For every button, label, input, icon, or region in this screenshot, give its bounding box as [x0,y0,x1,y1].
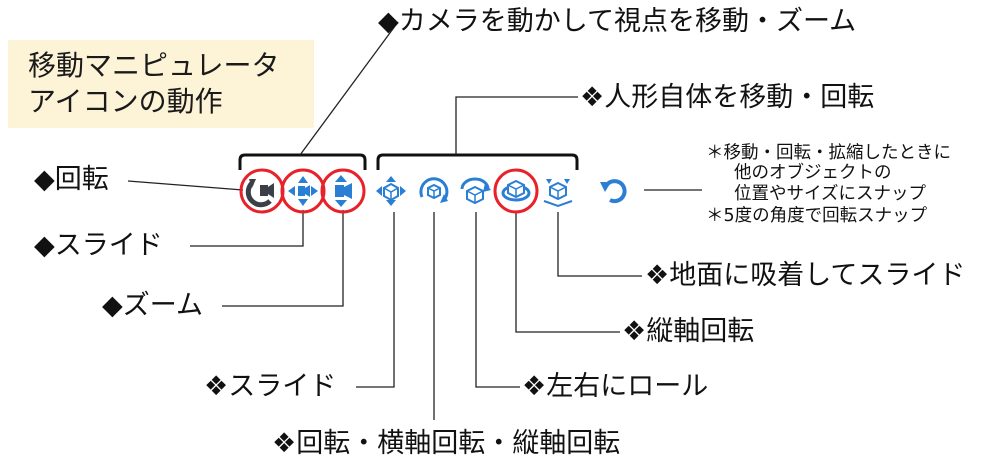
label-slide: ◆スライド [34,230,163,261]
note-line-4: ＊5度の角度で回転スナップ [706,206,928,226]
label-ground-slide: ❖地面に吸着してスライド [645,260,966,291]
leader-fig-slide [356,212,395,388]
label-rotate: ◆回転 [34,164,109,195]
highlight-circle [280,168,326,214]
label-fig-slide: ❖スライド [204,371,337,402]
leader-camera [299,21,399,156]
figure-bracket [376,153,579,170]
leader-ground-slide [557,212,642,277]
leader-slide [190,210,304,247]
camera-bracket [238,153,367,170]
label-roll: ❖左右にロール [522,371,709,402]
leader-vertical-axis [515,212,620,333]
label-vertical-axis: ❖縦軸回転 [622,316,755,347]
label-figure: ❖人形自体を移動・回転 [580,82,875,113]
highlight-circle [493,168,539,214]
figure-slide-icon[interactable] [376,176,406,206]
leader-roll [475,212,520,388]
title-box: 移動マニピュレータ アイコンの動作 [8,40,314,128]
note-line-1: ＊移動・回転・拡縮したときに [706,143,951,163]
title-line-1: 移動マニピュレータ [28,49,280,82]
label-camera: ◆カメラを動かして視点を移動・ズーム [378,6,857,37]
label-fig-rotate-all: ❖回転・横軸回転・縦軸回転 [272,428,621,459]
figure-vertical-rotate-icon[interactable] [493,168,539,214]
note-line-2: 他のオブジェクトの [734,163,892,183]
leader-rotate [127,180,244,191]
label-zoom: ◆ズーム [102,290,203,321]
figure-rotate-icon[interactable] [419,177,449,203]
leader-figure [455,96,578,155]
camera-rotate-icon[interactable] [239,168,285,214]
figure-roll-icon[interactable] [460,177,491,205]
camera-zoom-icon[interactable] [320,168,366,214]
title-line-2: アイコンの動作 [28,85,223,118]
highlight-circle [320,168,366,214]
snap-toggle-icon[interactable] [600,179,627,204]
note-line-3: 位置やサイズにスナップ [734,184,926,204]
leader-lines [127,21,702,420]
figure-ground-slide-icon[interactable] [543,179,573,208]
camera-slide-icon[interactable] [280,168,326,214]
leader-zoom [222,210,344,307]
